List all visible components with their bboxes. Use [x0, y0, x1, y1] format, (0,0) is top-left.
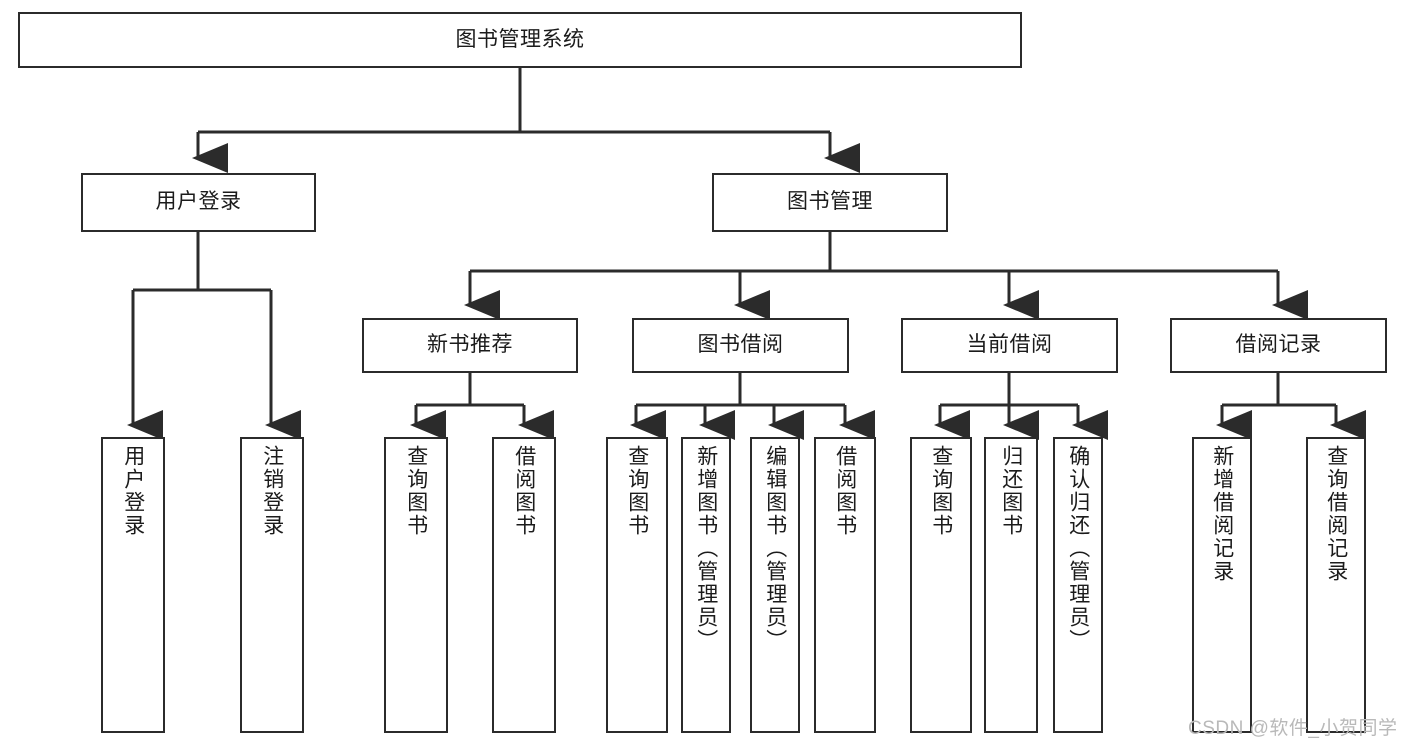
node-new-book-rec[interactable]: 新书推荐 [362, 318, 578, 373]
leaf-borrow-add[interactable]: 新增图书（管理员） [681, 437, 731, 733]
leaf-rec-borrow[interactable]: 借阅图书 [492, 437, 556, 733]
node-book-manage[interactable]: 图书管理 [712, 173, 948, 232]
node-root[interactable]: 图书管理系统 [18, 12, 1022, 68]
leaf-cur-confirm[interactable]: 确认归还（管理员） [1053, 437, 1103, 733]
leaf-borrow-edit-label: 编辑图书（管理员） [763, 445, 787, 652]
leaf-borrow-edit[interactable]: 编辑图书（管理员） [750, 437, 800, 733]
node-book-borrow[interactable]: 图书借阅 [632, 318, 849, 373]
leaf-borrow-do-label: 借阅图书 [833, 445, 857, 537]
csdn-watermark: CSDN @软件_小贺同学 [1188, 718, 1398, 739]
node-borrow-record[interactable]: 借阅记录 [1170, 318, 1387, 373]
leaf-borrow-query-label: 查询图书 [625, 445, 649, 537]
node-current-borrow[interactable]: 当前借阅 [901, 318, 1118, 373]
node-book-borrow-label: 图书借阅 [697, 333, 784, 357]
leaf-user-logout[interactable]: 注销登录 [240, 437, 304, 733]
node-root-label: 图书管理系统 [455, 27, 585, 51]
node-current-borrow-label: 当前借阅 [966, 333, 1053, 357]
leaf-borrow-do[interactable]: 借阅图书 [814, 437, 876, 733]
leaf-borrow-query[interactable]: 查询图书 [606, 437, 668, 733]
node-book-manage-label: 图书管理 [787, 190, 873, 214]
leaf-rec-query[interactable]: 查询图书 [384, 437, 448, 733]
leaf-rec-query-label: 查询图书 [404, 445, 428, 537]
node-new-book-rec-label: 新书推荐 [427, 333, 513, 357]
leaf-rec-query2-label: 查询借阅记录 [1324, 445, 1348, 583]
leaf-user-login-label: 用户登录 [121, 445, 145, 537]
leaf-rec-add-label: 新增借阅记录 [1210, 445, 1234, 583]
leaf-rec-add[interactable]: 新增借阅记录 [1192, 437, 1252, 733]
node-user-login[interactable]: 用户登录 [81, 173, 316, 232]
leaf-cur-return-label: 归还图书 [999, 445, 1023, 537]
leaf-rec-borrow-label: 借阅图书 [512, 445, 536, 537]
leaf-user-logout-label: 注销登录 [260, 445, 284, 537]
node-borrow-record-label: 借阅记录 [1235, 333, 1322, 357]
leaf-cur-confirm-label: 确认归还（管理员） [1066, 445, 1090, 652]
leaf-cur-return[interactable]: 归还图书 [984, 437, 1038, 733]
leaf-rec-query2[interactable]: 查询借阅记录 [1306, 437, 1366, 733]
leaf-cur-query-label: 查询图书 [929, 445, 953, 537]
leaf-borrow-add-label: 新增图书（管理员） [694, 445, 718, 652]
node-user-login-label: 用户登录 [155, 190, 242, 214]
leaf-cur-query[interactable]: 查询图书 [910, 437, 972, 733]
leaf-user-login[interactable]: 用户登录 [101, 437, 165, 733]
